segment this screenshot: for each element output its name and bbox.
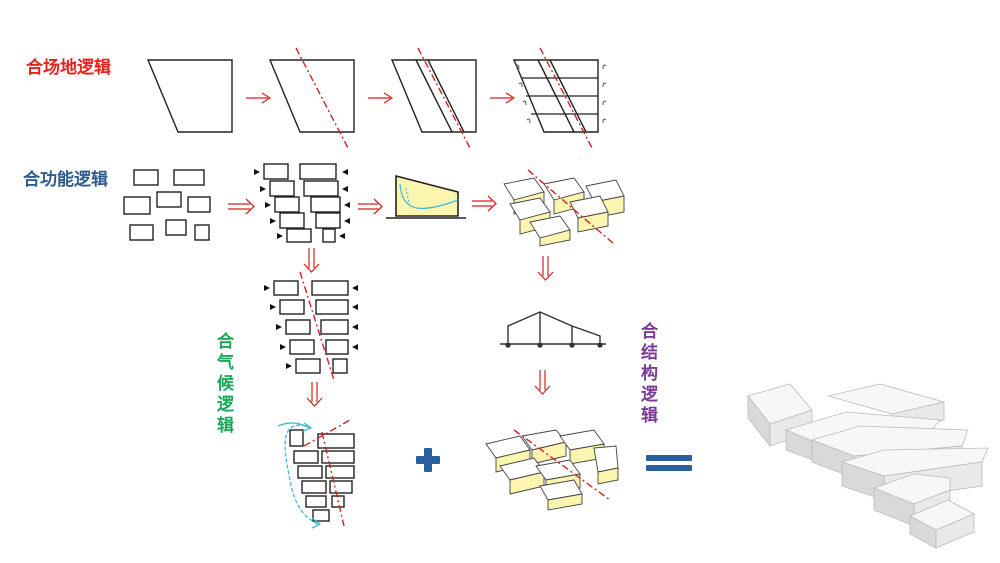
final-massing-model <box>747 383 989 549</box>
site-arrow-3 <box>490 92 516 104</box>
climate-logic-label: 合气候逻辑 <box>213 332 233 437</box>
site-step-3 <box>390 47 477 149</box>
site-step-4 <box>512 47 607 149</box>
plus-sign <box>416 448 440 472</box>
site-arrow-2 <box>368 92 394 104</box>
function-step-2-stacked-blocks <box>254 163 350 243</box>
site-step-2 <box>268 47 355 149</box>
climate-step-2-blocks-with-wind <box>277 419 355 529</box>
down-double-arrow-2 <box>537 256 554 281</box>
function-logic-label: 合功能逻辑 <box>23 170 108 190</box>
site-arrow-1 <box>246 92 272 104</box>
site-step-1 <box>146 59 233 133</box>
structure-frame <box>500 311 606 348</box>
climate-step-1-blocks-with-axis <box>264 271 358 381</box>
down-double-arrow-4 <box>534 370 551 395</box>
site-logic-label: 合场地逻辑 <box>26 58 111 78</box>
function-step-3-section <box>386 174 466 219</box>
down-double-arrow-1 <box>303 248 320 273</box>
function-double-arrow-2 <box>358 198 383 215</box>
down-double-arrow-3 <box>306 382 323 407</box>
structure-logic-label: 合结构逻辑 <box>637 322 657 427</box>
function-double-arrow-1 <box>228 198 255 215</box>
function-double-arrow-3 <box>472 195 497 212</box>
structure-axonometric <box>485 429 619 511</box>
function-step-4-axonometric <box>503 169 625 247</box>
equals-sign <box>646 455 692 471</box>
function-step-1-scattered-blocks <box>123 169 211 241</box>
